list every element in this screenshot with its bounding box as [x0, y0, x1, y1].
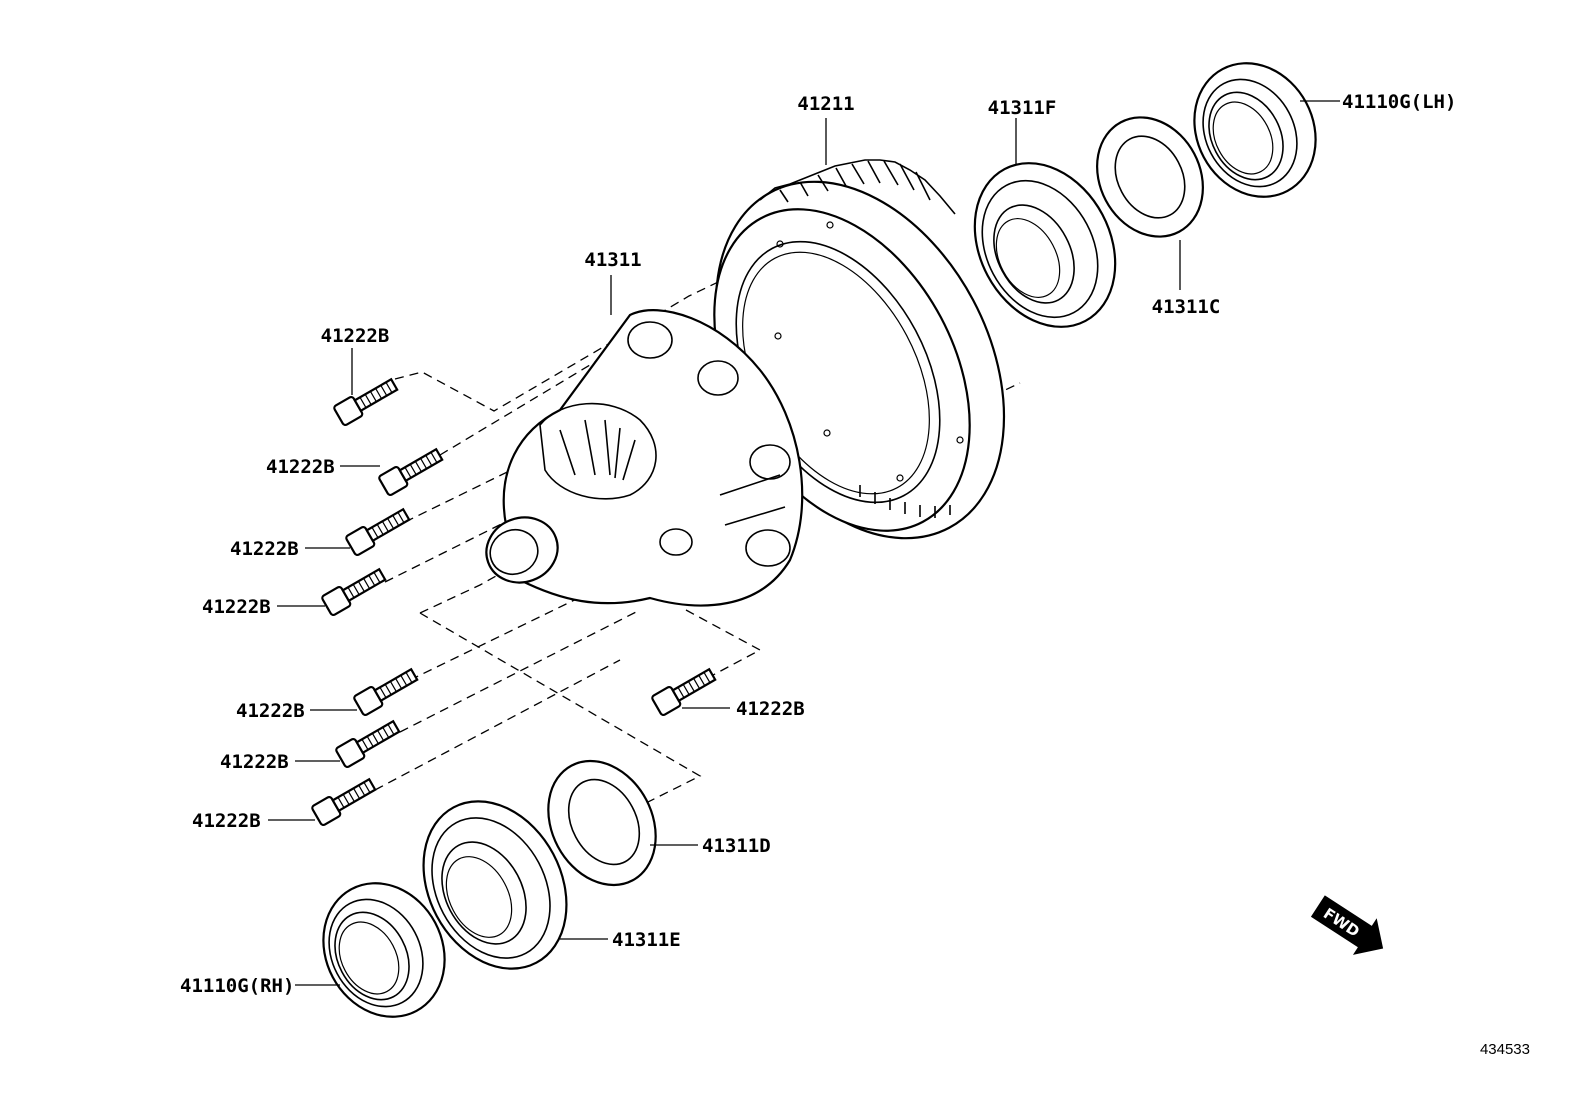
label-shim-rh: 41311D [702, 835, 771, 857]
label-shim-lh: 41311C [1152, 296, 1221, 318]
label-bearing-lh: 41311F [988, 97, 1057, 119]
bolt-4 [321, 567, 387, 617]
bolt-8 [651, 667, 717, 717]
reference-number: 434533 [1480, 1041, 1530, 1058]
label-ring-gear: 41211 [797, 93, 854, 115]
label-bolt-2: 41222B [266, 456, 335, 478]
label-bolt-8: 41222B [736, 698, 805, 720]
bolt-5 [353, 667, 419, 717]
label-oil-seal-rh: 41110G(RH) [180, 975, 294, 997]
bearing-lh [973, 162, 1117, 328]
label-bolt-1: 41222B [321, 325, 390, 347]
label-bearing-rh: 41311E [612, 929, 681, 951]
label-bolt-3: 41222B [230, 538, 299, 560]
shim-lh [1096, 116, 1204, 238]
bearing-rh [422, 800, 568, 970]
label-oil-seal-lh: 41110G(LH) [1342, 91, 1456, 113]
bolt-2 [378, 447, 444, 497]
label-bolt-6: 41222B [220, 751, 289, 773]
bolt-7 [311, 777, 377, 827]
label-bolt-5: 41222B [236, 700, 305, 722]
label-bolt-7: 41222B [192, 810, 261, 832]
oil-seal-rh [322, 882, 446, 1018]
oil-seal-lh [1193, 62, 1317, 198]
bolt-3 [345, 507, 411, 557]
label-bolt-4: 41222B [202, 596, 271, 618]
fwd-arrow-icon: FWD [1310, 895, 1384, 955]
shim-rh [547, 759, 657, 887]
label-case: 41311 [584, 249, 641, 271]
bolt-6 [335, 719, 401, 769]
bolt-1 [333, 377, 399, 427]
leader-lines [268, 100, 1340, 986]
differential-case [485, 309, 804, 607]
